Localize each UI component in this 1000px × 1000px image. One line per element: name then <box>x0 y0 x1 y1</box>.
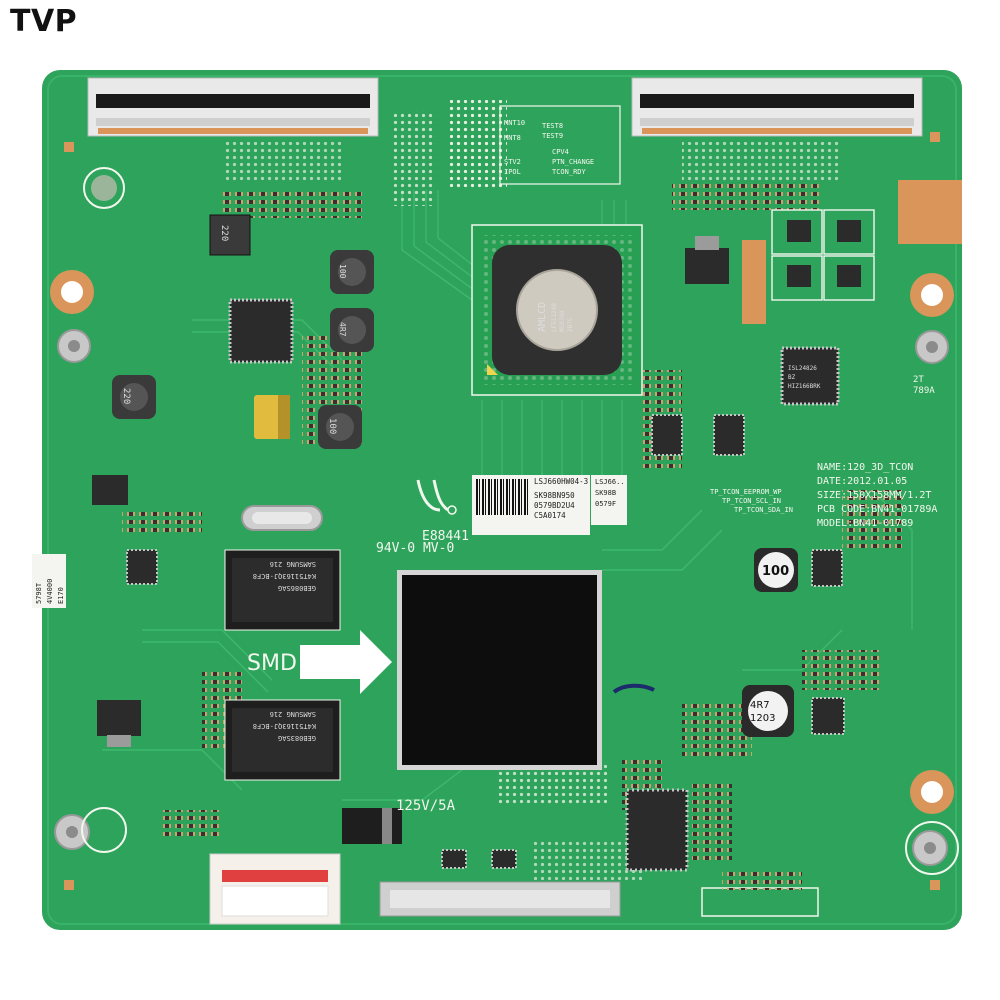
small-ics <box>126 414 845 869</box>
pcb-drawing: MNT10 TEST8 MNT8 TEST9 STV2 IPOL CPV4 PT… <box>42 70 962 930</box>
inductor-label-3: 100 <box>338 264 347 279</box>
test-label-tcon-rdy: TCON_RDY <box>552 168 587 176</box>
main-chip-line-2: LF5112AB <box>551 303 558 332</box>
test-label-ptn-change: PTN_CHANGE <box>552 158 594 166</box>
tp-label-1: TP_TCON_EEPROM_WP <box>710 488 782 496</box>
pmic-line-3: HIZ166BRK <box>788 383 821 390</box>
test-label-cpv4: CPV4 <box>552 148 569 156</box>
samsung-swirl-logo <box>416 479 457 515</box>
qfp-ic-right <box>780 346 840 406</box>
test-label-test9: TEST9 <box>542 132 563 140</box>
sticker-2-line-3: 0579F <box>595 500 617 508</box>
memory-2-line-2: K4T51163QJ-BCF8 <box>253 722 316 730</box>
board-info-line-5: MODEL:BN41-01789 <box>817 518 913 529</box>
voltage-regulators <box>92 220 861 747</box>
memory-2-line-1: SAMSUNG 216 <box>270 710 316 718</box>
qfp-ic-upper-left <box>228 298 294 364</box>
chip-markings: AMLCD LF5112AB MS8388 2B7E SAMSUNG 216 K… <box>121 225 821 742</box>
memory-1-line-2: K4T51163QJ-BCF8 <box>253 572 316 580</box>
side-sticker-line-3: E170 <box>57 587 65 604</box>
smd-label-text: SMD <box>247 651 297 676</box>
pmic-line-1: ISL24826 <box>788 365 817 372</box>
inductor-label-2: 4R7 <box>338 322 347 337</box>
side-sticker-line-1: 5798T <box>35 582 43 604</box>
schottky-diode <box>342 808 402 844</box>
pcb-version-text: E88441 <box>422 529 469 544</box>
tssop-ic-bottom-right <box>625 788 689 872</box>
serial-sticker-2: LSJ66.. SK98B 0579F <box>591 475 627 525</box>
main-chip-line-4: 2B7E <box>567 317 574 332</box>
test-label-ipol: IPOL <box>504 168 521 176</box>
inductor-label-7a: 4R7 <box>750 700 770 711</box>
test-label-test8: TEST8 <box>542 122 563 130</box>
test-label-mnt10: MNT10 <box>504 119 525 127</box>
tp-label-3: TP_TCON_SDA_IN <box>734 506 793 514</box>
main-chip-line-3: MS8388 <box>559 310 566 332</box>
crystal-oscillator <box>241 505 323 531</box>
memory-2-line-3: GEB083SAG <box>278 734 316 742</box>
large-ic-package <box>397 570 602 770</box>
board-info-line-4: PCB CODE:BN41-01789A <box>817 504 937 515</box>
bottom-left-connector <box>209 853 341 925</box>
bottom-ffc-connector <box>379 881 621 917</box>
memory-1-line-3: GEB086SAG <box>278 584 316 592</box>
main-soc-chip <box>471 224 643 396</box>
brand-logo-text: TVP <box>10 4 78 39</box>
test-label-stv2: STV2 <box>504 158 521 166</box>
inductor-label-4: 220 <box>121 388 131 404</box>
inductor-label-6: 100 <box>762 564 789 579</box>
voltage-label-text: 125V/5A <box>396 798 456 814</box>
board-info-line-3: SIZE:150X158MM/1.2T <box>817 490 931 501</box>
main-chip-line-1: AMLCD <box>537 302 548 332</box>
tcon-circuit-board: MNT10 TEST8 MNT8 TEST9 STV2 IPOL CPV4 PT… <box>32 70 962 930</box>
gold-ground-pad <box>898 180 962 244</box>
rating-text: 94V-0 MV-0 <box>376 541 454 556</box>
memory-chip-2 <box>224 699 341 781</box>
inductor-label-1: 220 <box>219 225 229 241</box>
memory-1-line-1: SAMSUNG 216 <box>270 560 316 568</box>
memory-chip-1 <box>224 549 341 631</box>
inductors <box>112 214 798 737</box>
serial-sticker-1: LSJ660HW04-3 SK98BN950 0579BD2U4 C5A0174 <box>472 475 590 535</box>
sticker-1-line-3: 0579BD2U4 <box>534 501 575 510</box>
side-sticker-line-2: 4V4000 <box>46 578 54 604</box>
sticker-1-line-2: SK98BN950 <box>534 491 575 500</box>
board-info-line-2: DATE:2012.01.05 <box>817 476 907 487</box>
top-connector-left <box>87 77 379 137</box>
sticker-2-line-1: LSJ66.. <box>595 478 625 486</box>
silkscreen-text: MNT10 TEST8 MNT8 TEST9 STV2 IPOL CPV4 PT… <box>247 119 937 814</box>
right-code-line-1: 2T <box>913 375 924 385</box>
top-connector-right <box>631 77 923 137</box>
test-label-mnt8: MNT8 <box>504 134 521 142</box>
right-code-line-2: 789A <box>913 386 935 396</box>
sticker-1-line-4: C5A0174 <box>534 511 566 520</box>
datamatrix-code <box>476 479 528 515</box>
inductor-label-7b: 1203 <box>750 713 775 724</box>
inductor-label-5: 100 <box>327 418 337 434</box>
pmic-line-2: BZ <box>788 374 796 381</box>
smd-arrow <box>300 630 392 694</box>
board-info-line-1: NAME:120_3D_TCON <box>817 462 913 473</box>
sticker-2-line-2: SK98B <box>595 489 617 497</box>
side-sticker: 5798T 4V4000 E170 <box>32 554 66 608</box>
sticker-1-line-1: LSJ660HW04-3 <box>534 477 589 486</box>
tp-label-2: TP_TCON_SCL_IN <box>722 497 781 505</box>
mounting-holes <box>50 167 959 875</box>
